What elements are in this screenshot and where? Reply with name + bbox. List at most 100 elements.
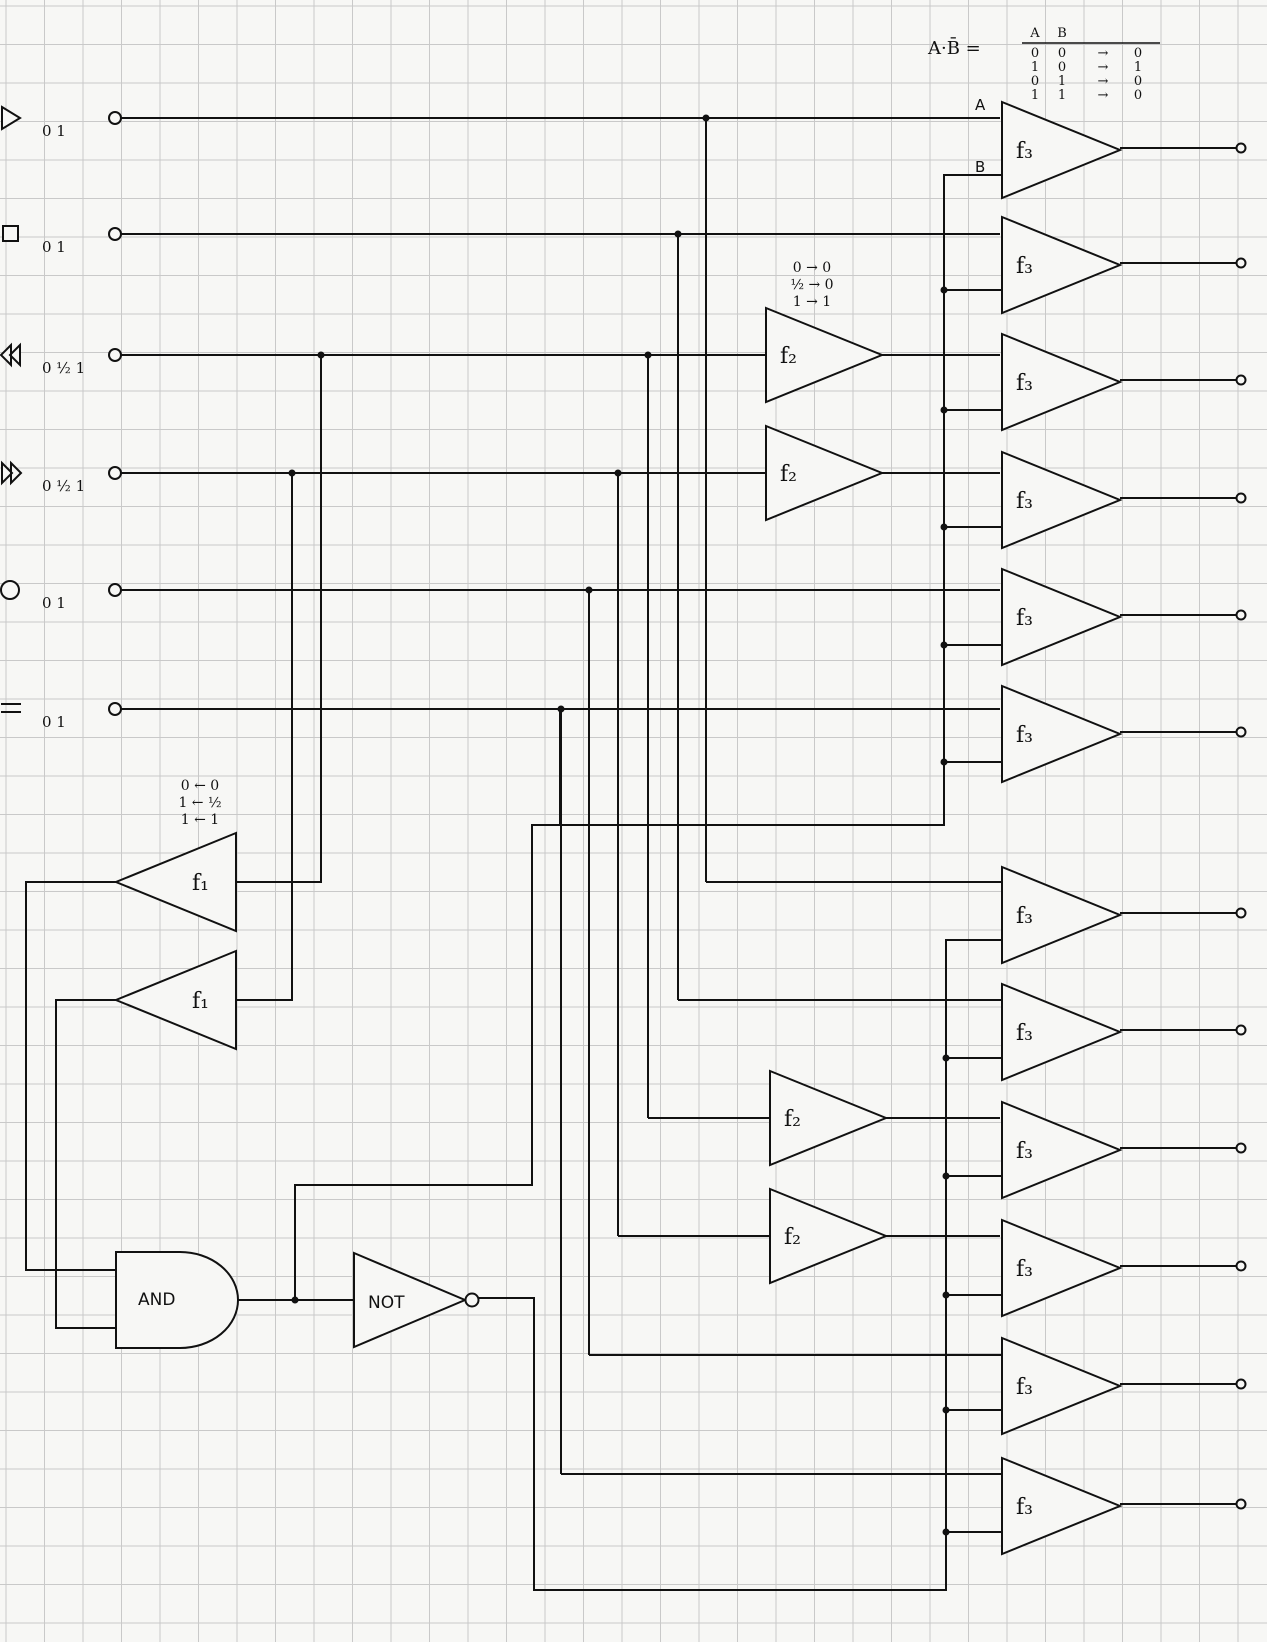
terminal	[1235, 257, 1247, 269]
terminal	[1235, 492, 1247, 504]
pin-a-label: A	[975, 96, 986, 114]
f1-top-to-and	[25, 881, 116, 1271]
f3-gate-11-label: f₃	[1016, 1495, 1033, 1520]
f3-gate-5-label: f₃	[1016, 723, 1033, 748]
f1-gate-top-label: f₁	[192, 871, 209, 896]
junction-dot	[940, 641, 948, 649]
control-bus-top	[294, 174, 1002, 1300]
junction-dot	[702, 114, 710, 122]
terminal	[1235, 1260, 1247, 1272]
junction-dot	[940, 286, 948, 294]
terminal	[1235, 1378, 1247, 1390]
f1-table-row: 1 ← 1	[181, 812, 219, 828]
f3-gate-1	[1001, 215, 1123, 315]
f1-gate-bottom	[113, 949, 237, 1051]
truth-table-cell: 1	[1031, 88, 1039, 103]
f3-gate-8	[1001, 1100, 1123, 1200]
f3-gate-5	[1001, 684, 1123, 784]
truth-table-cell: →	[1098, 46, 1109, 61]
f2-gate-top-0-label: f₂	[780, 344, 797, 369]
junction-dot	[674, 230, 682, 238]
f1-gate-bottom-label: f₁	[192, 989, 209, 1014]
junction-dot	[942, 1172, 950, 1180]
f3-gate-0-label: f₃	[1016, 139, 1033, 164]
wire-to-f1-bottom	[236, 473, 293, 1001]
control-bus-bottom	[474, 939, 1002, 1591]
truth-table-cell: 1	[1134, 60, 1142, 75]
input-values-fast-forward: 0 ½ 1	[42, 477, 85, 495]
f3-gate-2-label: f₃	[1016, 371, 1033, 396]
truth-table-cell: 0	[1134, 46, 1142, 61]
junction-dot	[942, 1528, 950, 1536]
truth-table-cell: →	[1098, 88, 1109, 103]
input-values-pause: 0 1	[42, 713, 66, 731]
wire-to-f1-top	[236, 355, 322, 883]
junction-dot	[288, 469, 296, 477]
rewind-icon	[0, 342, 21, 368]
terminal	[1235, 907, 1247, 919]
f2-gate-bottom-0-label: f₂	[784, 1107, 801, 1132]
f3-gate-2	[1001, 332, 1123, 432]
f3-gate-6-label: f₃	[1016, 904, 1033, 929]
terminal	[1235, 726, 1247, 738]
f3-gate-11	[1001, 1456, 1123, 1556]
f1-gate-top	[113, 831, 237, 933]
junction-dot	[291, 1296, 299, 1304]
input-values-rewind: 0 ½ 1	[42, 359, 85, 377]
f3-gate-10-label: f₃	[1016, 1375, 1033, 1400]
junction-dot	[942, 1291, 950, 1299]
stop-icon	[2, 225, 19, 242]
junction-dot	[614, 469, 622, 477]
junction-dot	[317, 351, 325, 359]
f1-table-row: 0 ← 0	[181, 778, 219, 794]
f3-gate-3-label: f₃	[1016, 489, 1033, 514]
and-gate	[115, 1251, 239, 1349]
terminal	[108, 466, 122, 480]
f2-gate-bottom-1	[769, 1187, 889, 1285]
f3-gate-6	[1001, 865, 1123, 965]
f3-gate-7-label: f₃	[1016, 1021, 1033, 1046]
f3-gate-10	[1001, 1336, 1123, 1436]
terminal	[1235, 609, 1247, 621]
f3-gate-4-label: f₃	[1016, 606, 1033, 631]
f2-gate-top-0	[765, 306, 885, 404]
f3-gate-4	[1001, 567, 1123, 667]
fast-forward-icon	[1, 460, 23, 486]
truth-table-cell: 0	[1058, 60, 1066, 75]
truth-table-header: A	[1029, 26, 1040, 41]
f3-gate-8-label: f₃	[1016, 1139, 1033, 1164]
terminal	[108, 348, 122, 362]
truth-table-cell: 0	[1134, 88, 1142, 103]
junction-dot	[940, 523, 948, 531]
play-icon	[0, 105, 22, 131]
terminal	[464, 1292, 480, 1308]
f3-gate-1-label: f₃	[1016, 254, 1033, 279]
f2-gate-top-1-label: f₂	[780, 462, 797, 487]
truth-table-cell: 1	[1031, 60, 1039, 75]
truth-table-header: B	[1057, 26, 1067, 41]
truth-table-cell: 1	[1058, 74, 1066, 89]
truth-table-cell: 0	[1134, 74, 1142, 89]
f3-gate-9-label: f₃	[1016, 1257, 1033, 1282]
not-gate	[353, 1251, 468, 1349]
truth-table-cell: →	[1098, 60, 1109, 75]
f2-gate-bottom-0	[769, 1069, 889, 1167]
terminal	[1235, 374, 1247, 386]
f2-gate-top-1	[765, 424, 885, 522]
input-values-record: 0 1	[42, 594, 66, 612]
f3-gate-9	[1001, 1218, 1123, 1318]
terminal	[1235, 142, 1247, 154]
f1-bottom-to-and	[55, 999, 116, 1329]
terminal	[108, 583, 122, 597]
truth-table-formula: A·B̄ =	[927, 36, 981, 59]
f3-gate-0	[1001, 100, 1123, 200]
junction-dot	[585, 586, 593, 594]
junction-dot	[940, 406, 948, 414]
f2-gate-bottom-1-label: f₂	[784, 1225, 801, 1250]
truth-table-cell: 0	[1058, 46, 1066, 61]
terminal	[1235, 1498, 1247, 1510]
junction-dot	[940, 758, 948, 766]
record-icon	[0, 580, 20, 600]
input-values-stop: 0 1	[42, 238, 66, 256]
and-gate-label: AND	[138, 1290, 175, 1310]
